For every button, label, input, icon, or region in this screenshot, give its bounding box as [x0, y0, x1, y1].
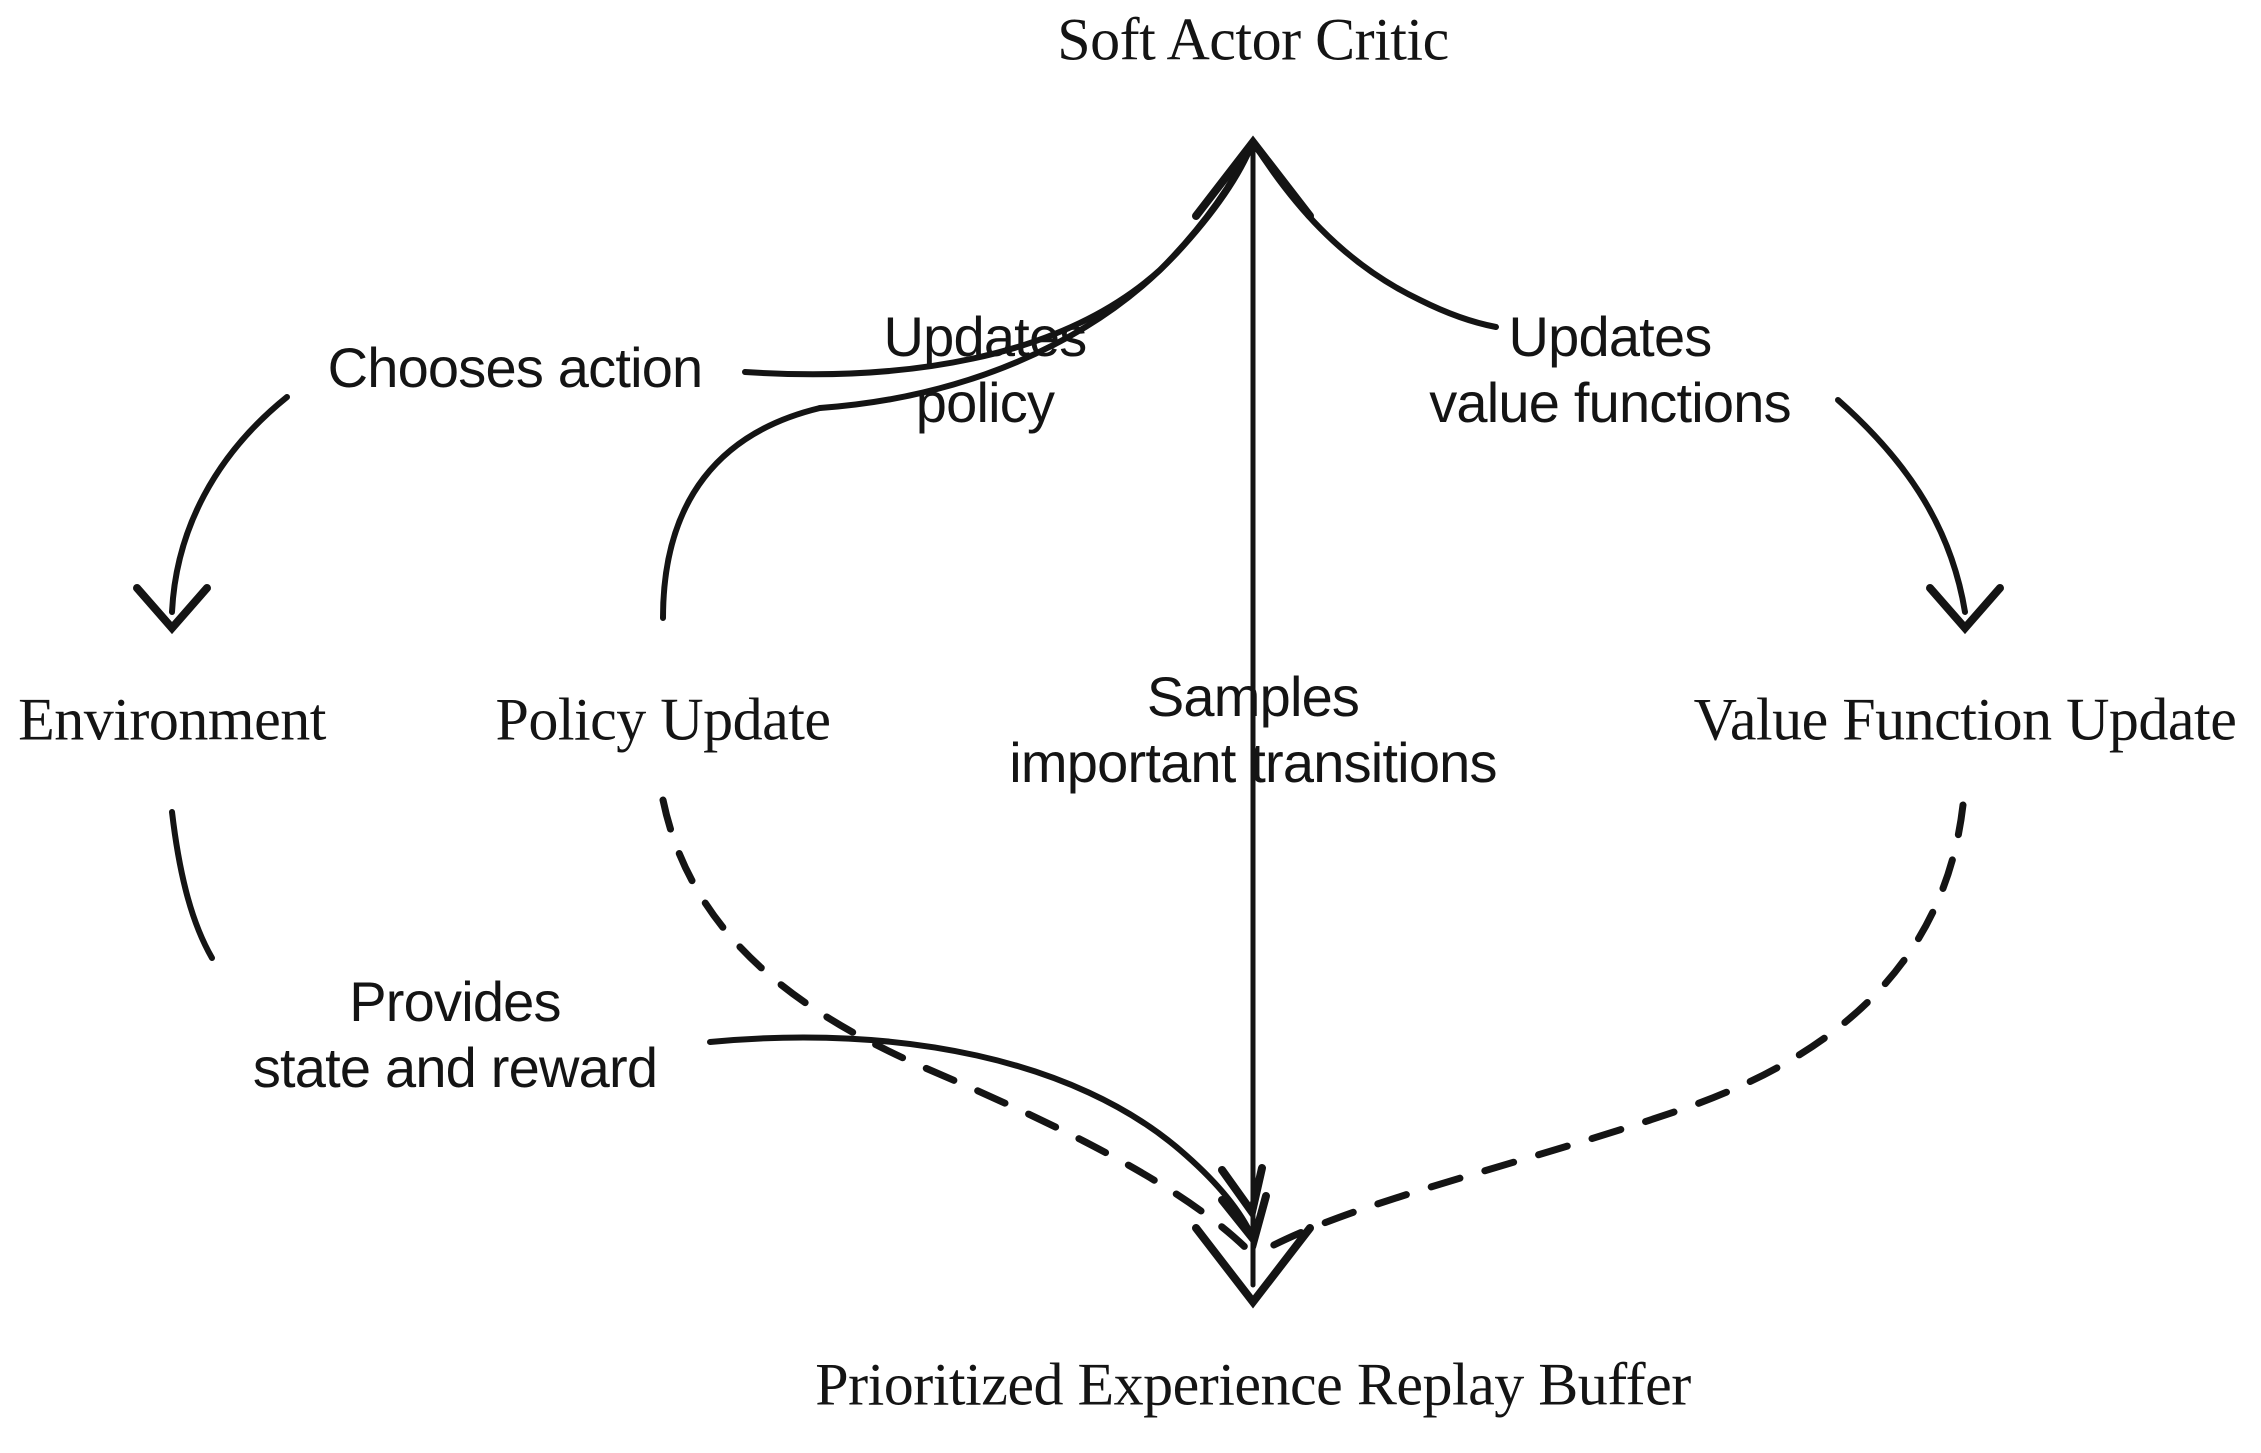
- edge-label-provides-line2: state and reward: [252, 1036, 658, 1099]
- edge-label-provides-state-and-reward: Provides state and reward: [252, 969, 658, 1101]
- edge-chooses-action-curve: [169, 394, 290, 615]
- edge-label-samples-line1: Samples: [1146, 664, 1360, 728]
- edge-label-updates-policy-line2: policy: [915, 371, 1055, 434]
- edge-label-chooses-action-line1: Chooses action: [327, 335, 704, 399]
- edge-label-samples-line2: important transitions: [1009, 731, 1497, 794]
- node-prioritized-experience-replay-buffer[interactable]: Prioritized Experience Replay Buffer: [815, 1351, 1691, 1418]
- edge-label-samples-important-transitions: Samples important transitions: [1009, 664, 1497, 796]
- edge-provides-upper: [169, 809, 215, 961]
- arrowhead-sac: [1192, 135, 1314, 220]
- edge-label-provides-line1: Provides: [349, 969, 561, 1033]
- edge-updates-value-curve: [1250, 139, 1499, 330]
- arrowhead-provides: [1218, 1164, 1266, 1222]
- edge-value-to-buffer-dashed: [1264, 801, 1967, 1252]
- node-soft-actor-critic[interactable]: Soft Actor Critic: [1057, 6, 1449, 73]
- node-policy-update[interactable]: Policy Update: [495, 686, 831, 753]
- edge-label-updates-policy: Updates policy: [883, 304, 1088, 436]
- arrowhead-buffer: [1192, 1224, 1314, 1309]
- edge-updates-policy-long: [817, 139, 1256, 411]
- edge-label-updates-value-functions: Updates value functions: [1429, 304, 1791, 436]
- arrowhead-policy-buffer: [1218, 1192, 1270, 1249]
- edge-provides-curve: [707, 1034, 1253, 1235]
- edge-label-chooses-action: Chooses action: [327, 335, 704, 401]
- edge-updates-policy-curve: [660, 405, 823, 621]
- edge-label-updates-value-functions-line2: value functions: [1429, 371, 1791, 434]
- edge-updates-value-lower: [1835, 397, 1968, 615]
- arrowhead-environment: [133, 584, 211, 635]
- node-environment[interactable]: Environment: [18, 686, 326, 753]
- edge-label-updates-policy-line1: Updates: [883, 304, 1088, 368]
- node-value-function-update[interactable]: Value Function Update: [1693, 686, 2237, 753]
- arrowhead-value-function: [1926, 584, 2004, 635]
- edge-label-updates-value-functions-line1: Updates: [1508, 304, 1713, 368]
- edge-policy-to-buffer-dashed: [659, 796, 1257, 1259]
